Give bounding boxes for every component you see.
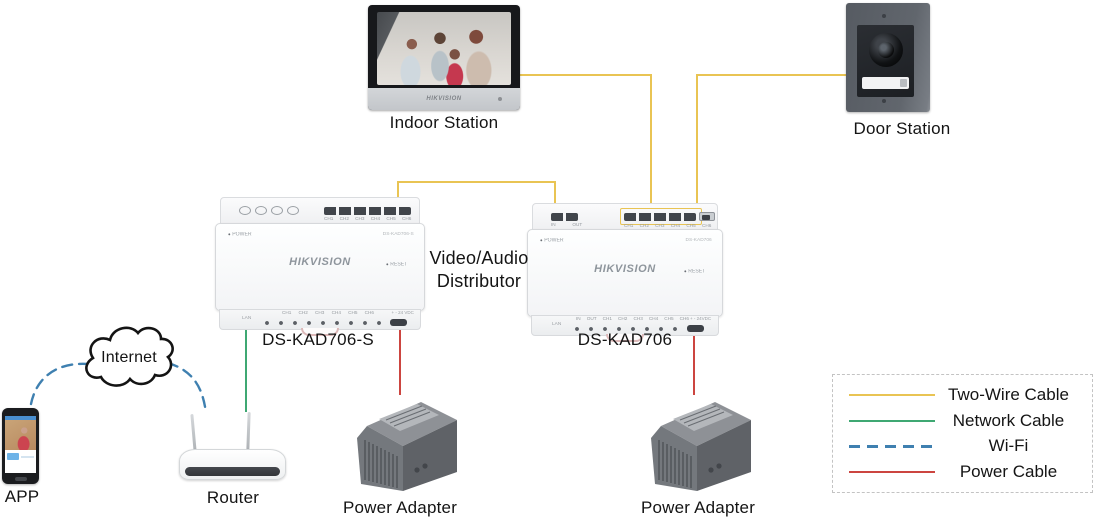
terminal-dots bbox=[264, 320, 390, 326]
two-wire-cable-door-vertical bbox=[696, 74, 698, 213]
app-label: APP bbox=[4, 487, 40, 506]
indoor-station-bottom-bar: HIKVISION bbox=[368, 88, 520, 110]
phone-statusbar bbox=[5, 416, 36, 420]
dip-ovals-icon bbox=[239, 206, 267, 215]
kad706-model-text: DS-KAD706 bbox=[685, 238, 712, 243]
door-station-call-button bbox=[900, 79, 907, 87]
door-station bbox=[846, 3, 930, 112]
phone-screen bbox=[5, 416, 36, 473]
power-adapter-left-label: Power Adapter bbox=[342, 498, 458, 517]
router bbox=[179, 449, 286, 480]
door-station-panel bbox=[857, 25, 914, 97]
legend-label: Two-Wire Cable bbox=[948, 384, 1069, 404]
power-cable-left bbox=[399, 330, 401, 395]
distributor-caption-line2: Distributor bbox=[436, 271, 522, 291]
kad706s-label: DS-KAD706-S bbox=[262, 330, 374, 349]
chat-bubble bbox=[7, 453, 19, 460]
terminal-dots bbox=[574, 326, 686, 332]
indoor-station-label: Indoor Station bbox=[389, 113, 499, 132]
router-label: Router bbox=[206, 488, 260, 507]
network-cable-line-icon bbox=[849, 419, 935, 422]
indoor-station-screen bbox=[377, 12, 511, 85]
chat-line bbox=[21, 456, 34, 458]
phone-photo bbox=[5, 420, 36, 450]
legend-row-network: Network Cable bbox=[849, 411, 1082, 431]
power-led: POWER bbox=[228, 232, 251, 237]
door-station-label: Door Station bbox=[853, 119, 951, 138]
two-wire-cable-door-horizontal bbox=[696, 74, 846, 76]
two-wire-cable-link-horizontal bbox=[397, 181, 556, 183]
power-cable-line-icon bbox=[849, 471, 935, 474]
legend-label: Power Cable bbox=[959, 462, 1058, 482]
kad706s-model-text: DS-KAD706-S bbox=[383, 232, 414, 237]
hikvision-logo: HIKVISION bbox=[594, 263, 656, 275]
lan-port-label: LAN bbox=[552, 322, 562, 327]
hikvision-logo: HIKVISION bbox=[289, 256, 351, 268]
network-cable-to-router bbox=[245, 330, 247, 412]
kad706s-channel-connectors bbox=[324, 207, 411, 215]
legend-row-power: Power Cable bbox=[849, 462, 1082, 482]
reset-button: RESET bbox=[386, 262, 415, 267]
kad706-face: POWER DS-KAD706 HIKVISION RESET bbox=[527, 229, 723, 317]
router-antenna bbox=[190, 413, 197, 453]
dc-power-label: + - 24VDC bbox=[689, 317, 711, 322]
router-antenna bbox=[246, 411, 251, 451]
two-wire-cable-link-left-vertical bbox=[397, 181, 399, 207]
power-adapter-left-device bbox=[357, 402, 457, 491]
smartphone-app bbox=[2, 408, 39, 484]
legend-label: Wi-Fi bbox=[988, 436, 1029, 456]
dc-power-connector bbox=[390, 319, 407, 326]
legend-label: Network Cable bbox=[952, 410, 1065, 430]
legend-row-two-wire: Two-Wire Cable bbox=[849, 385, 1082, 405]
camera-lens-icon bbox=[868, 33, 903, 67]
distributor-caption-line1: Video/Audio bbox=[429, 248, 529, 268]
two-wire-cable-line-icon bbox=[849, 393, 935, 396]
kad706-io-connectors bbox=[551, 213, 578, 221]
power-adapter-right-device bbox=[651, 402, 751, 491]
kad706-ch6-connector bbox=[699, 212, 715, 221]
power-cable-right bbox=[693, 335, 695, 395]
internet-label: Internet bbox=[101, 349, 157, 366]
kad706-label: DS-KAD706 bbox=[577, 330, 673, 349]
hikvision-logo: HIKVISION bbox=[426, 96, 462, 102]
door-station-name-tag bbox=[862, 77, 909, 89]
dc-power-connector bbox=[687, 325, 704, 332]
lan-port-label: LAN bbox=[242, 316, 252, 321]
legend-row-wifi: Wi-Fi bbox=[849, 436, 1082, 456]
power-led: POWER bbox=[540, 238, 563, 243]
dc-power-label: + - 24 VDC bbox=[391, 311, 414, 316]
two-wire-cable-indoor-vertical bbox=[650, 74, 652, 213]
power-adapter-right-label: Power Adapter bbox=[640, 498, 756, 517]
indoor-station-button bbox=[498, 97, 502, 101]
two-wire-cable-indoor-horizontal bbox=[520, 74, 652, 76]
legend: Two-Wire Cable Network Cable Wi-Fi Power… bbox=[832, 374, 1093, 493]
wifi-arc-cloud-to-router bbox=[166, 361, 208, 415]
screw-icon bbox=[882, 99, 886, 103]
wifi-dashed-line-icon bbox=[849, 444, 935, 448]
two-wire-cable-link-right-vertical bbox=[554, 181, 556, 213]
dip-ovals-icon bbox=[271, 206, 299, 215]
wifi-arc-phone-to-cloud bbox=[29, 362, 90, 406]
indoor-station: HIKVISION bbox=[368, 5, 520, 110]
phone-home-button bbox=[14, 477, 27, 481]
kad706s-face: POWER DS-KAD706-S HIKVISION RESET bbox=[215, 223, 425, 311]
kad706-channel-connectors bbox=[624, 213, 696, 221]
reset-button: RESET bbox=[684, 269, 713, 274]
screw-icon bbox=[882, 14, 886, 18]
